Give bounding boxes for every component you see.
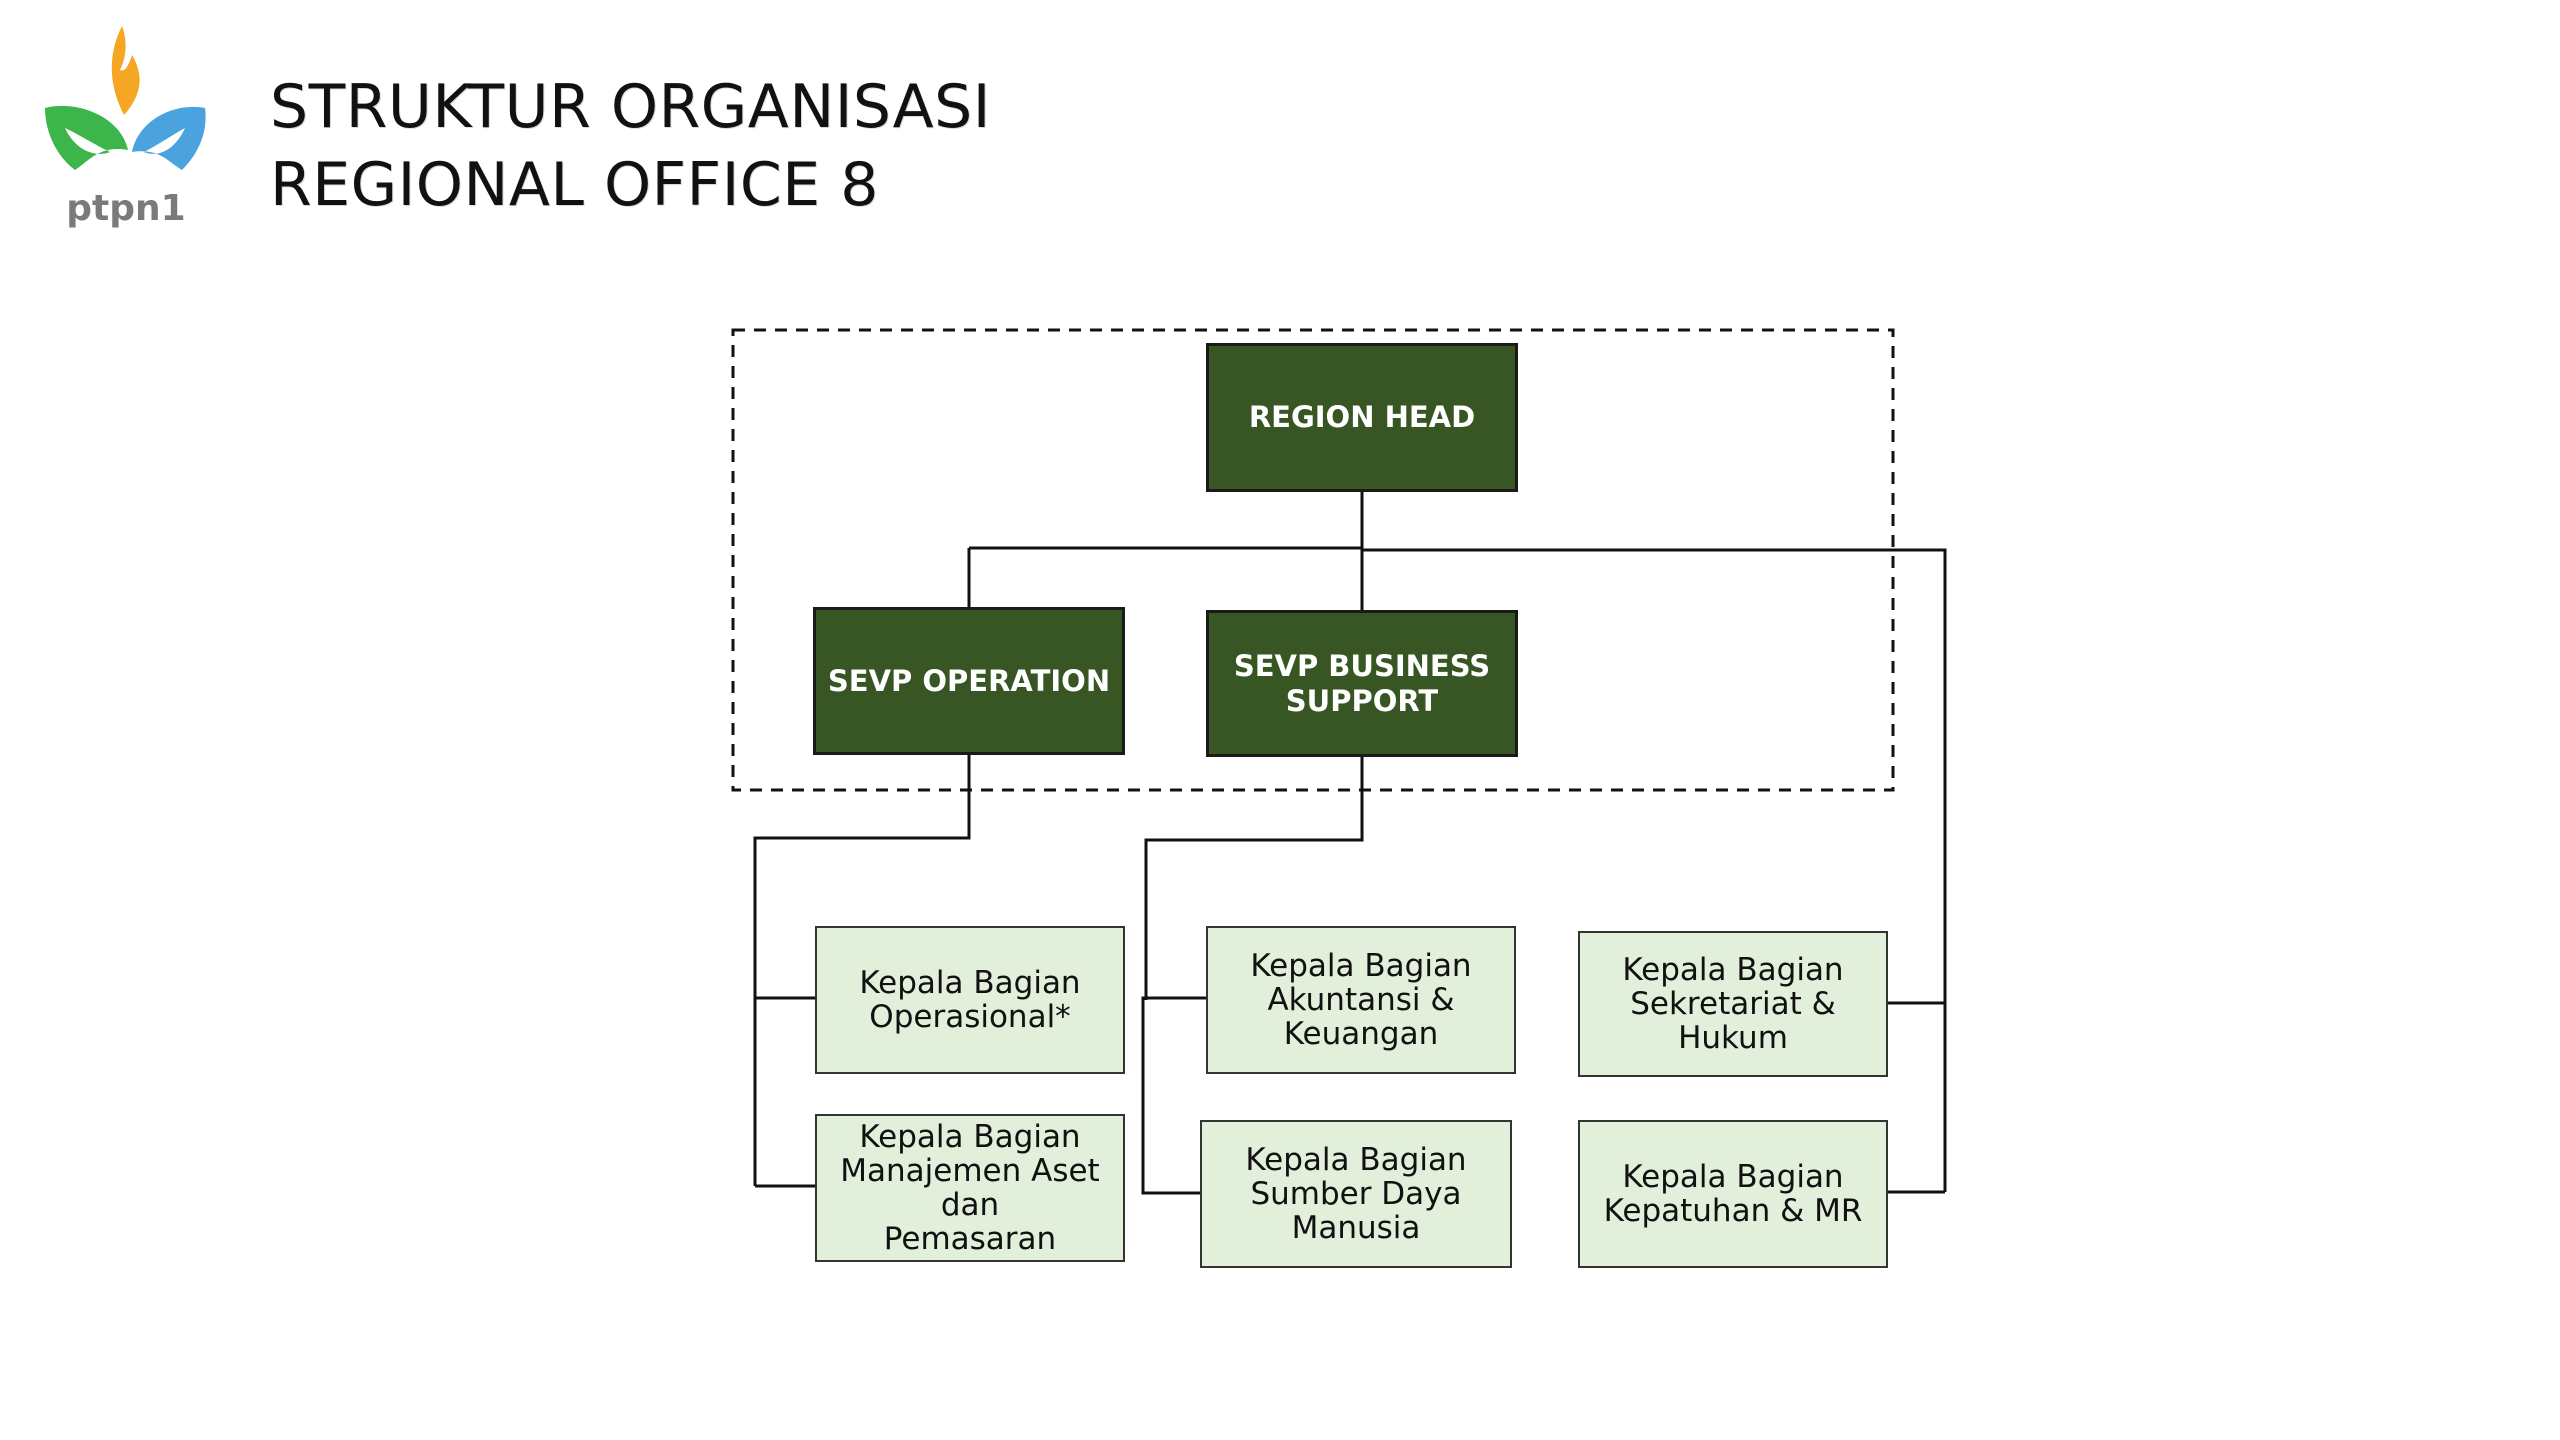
sevp-operation-label: SEVP OPERATION [827,663,1111,698]
logo-blue-leaf-icon [132,106,206,170]
page-title: STRUKTUR ORGANISASI REGIONAL OFFICE 8 [270,68,991,224]
title-line-2: REGIONAL OFFICE 8 [270,150,879,220]
connector-sevp-business-children [1141,757,1364,1195]
ptpn1-logo: ptpn1 [45,26,206,229]
logo-green-leaf-icon [45,105,128,170]
kabag-kepatuhan-label: Kepala Bagian Kepatuhan & MR [1603,1159,1863,1229]
connector-region-head-to-staff [1362,548,1947,1192]
title-line-1: STRUKTUR ORGANISASI [270,72,991,142]
kabag-kepatuhan-box: Kepala Bagian Kepatuhan & MR [1578,1120,1888,1268]
region-head-box: REGION HEAD [1206,343,1518,492]
region-head-label: REGION HEAD [1248,400,1476,434]
kabag-sekretariat-label: Kepala Bagian Sekretariat & Hukum [1622,952,1844,1056]
executive-group-frame [731,328,1895,792]
logo-flame-icon [111,26,140,115]
kabag-operasional-box: Kepala Bagian Operasional* [815,926,1125,1074]
logo-text: ptpn1 [66,188,185,229]
kabag-operasional-label: Kepala Bagian Operasional* [859,965,1081,1035]
kabag-sekretariat-box: Kepala Bagian Sekretariat & Hukum [1578,931,1888,1077]
kabag-akuntansi-box: Kepala Bagian Akuntansi & Keuangan [1206,926,1516,1074]
kabag-manajemen-aset-box: Kepala Bagian Manajemen Aset dan Pemasar… [815,1114,1125,1262]
kabag-akuntansi-label: Kepala Bagian Akuntansi & Keuangan [1250,948,1472,1052]
sevp-operation-box: SEVP OPERATION [813,607,1125,755]
kabag-sdm-label: Kepala Bagian Sumber Daya Manusia [1245,1142,1467,1246]
sevp-business-support-label: SEVP BUSINESS SUPPORT [1233,648,1491,718]
connector-region-head-to-sevp [967,492,1364,610]
kabag-manajemen-aset-label: Kepala Bagian Manajemen Aset dan Pemasar… [840,1119,1100,1257]
connector-sevp-operation-children [753,755,971,1188]
sevp-business-support-box: SEVP BUSINESS SUPPORT [1206,610,1518,757]
kabag-sdm-box: Kepala Bagian Sumber Daya Manusia [1200,1120,1512,1268]
